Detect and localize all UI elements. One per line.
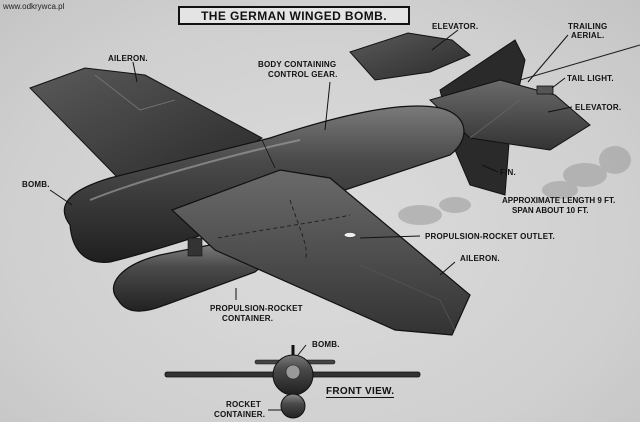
label-fin: FIN. <box>500 168 516 177</box>
label-elevator-top: ELEVATOR. <box>432 22 479 31</box>
label-aileron-right: AILERON. <box>460 254 500 263</box>
label-rocket-container-2: CONTAINER. <box>214 410 266 419</box>
label-body-2: CONTROL GEAR. <box>268 70 338 79</box>
label-front-bomb: BOMB. <box>312 340 340 349</box>
label-body-1: BODY CONTAINING <box>258 60 337 69</box>
label-trailing-aerial-2: AERIAL. <box>571 31 605 40</box>
page-title: THE GERMAN WINGED BOMB. <box>201 8 387 23</box>
leader-lines <box>49 29 573 411</box>
label-propulsion-outlet: PROPULSION-ROCKET OUTLET. <box>425 232 555 241</box>
dimension-length: APPROXIMATE LENGTH 9 FT. <box>502 196 616 205</box>
label-aileron-left: AILERON. <box>108 54 148 63</box>
label-elevator-right: ELEVATOR. <box>575 103 622 112</box>
label-container-2: CONTAINER. <box>222 314 274 323</box>
label-container-1: PROPULSION-ROCKET <box>210 304 303 313</box>
front-view-drawing <box>164 345 421 419</box>
exhaust-smoke <box>398 146 631 225</box>
label-rocket-container-1: ROCKET <box>226 400 261 409</box>
elevator-top-shape <box>349 32 471 81</box>
tail-light-shape <box>536 85 554 95</box>
label-tail-light: TAIL LIGHT. <box>567 74 614 83</box>
watermark: www.odkrywca.pl <box>3 2 65 11</box>
label-bomb: BOMB. <box>22 180 50 189</box>
wing-right-shape <box>170 169 471 336</box>
label-trailing-aerial-1: TRAILING <box>568 22 608 31</box>
dimensions-note: APPROXIMATE LENGTH 9 FT. SPAN ABOUT 10 F… <box>502 196 615 216</box>
dimension-span: SPAN ABOUT 10 FT. <box>512 206 589 215</box>
title-box: THE GERMAN WINGED BOMB. <box>178 6 410 25</box>
trailing-aerial-line <box>519 44 640 81</box>
front-view-caption: FRONT VIEW. <box>326 386 395 398</box>
